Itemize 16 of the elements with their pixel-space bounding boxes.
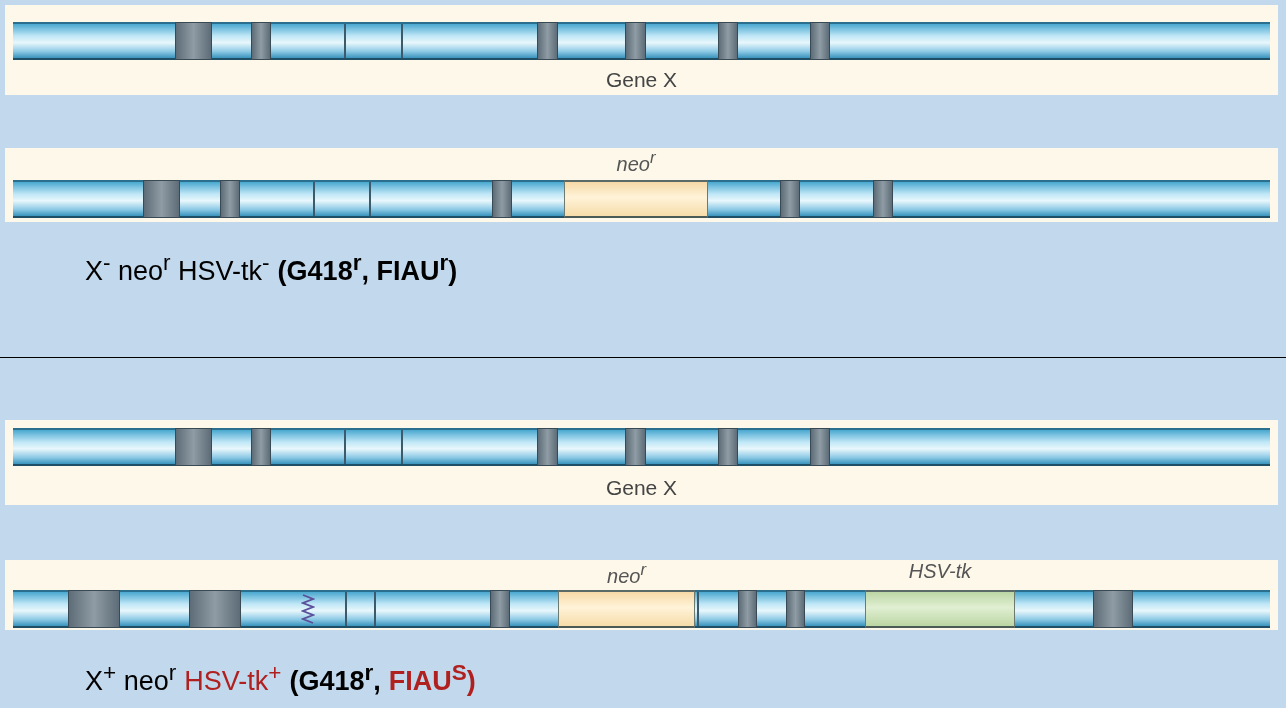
genotype-text: HSV-tk$^{+}$ xyxy=(184,660,282,697)
gene-label: Gene X xyxy=(604,476,679,500)
segment-label: HSV-tk xyxy=(907,560,973,583)
genotype-text: FIAU$^{S}$) xyxy=(388,660,476,697)
genotype-text: X$^{+}$ neo$^{r}$ xyxy=(85,660,177,697)
gene-strip xyxy=(5,560,1278,630)
genotype-text: (G418$^{r}$, FIAU$^{r}$) xyxy=(277,250,458,287)
gene-segment xyxy=(865,560,1015,628)
gene-strip xyxy=(5,148,1278,222)
segment-label: neo$^{r}$ xyxy=(615,148,657,176)
genotype-text: (G418$^{r}$, xyxy=(289,660,381,697)
gene-strip xyxy=(5,5,1278,95)
gene-strip xyxy=(5,420,1278,505)
genotype-text: X$^{-}$ neo$^{r}$ HSV-tk$^{-}$ xyxy=(85,250,270,287)
segment-label: neo$^{r}$ xyxy=(606,560,648,588)
gene-label: Gene X xyxy=(604,68,679,92)
